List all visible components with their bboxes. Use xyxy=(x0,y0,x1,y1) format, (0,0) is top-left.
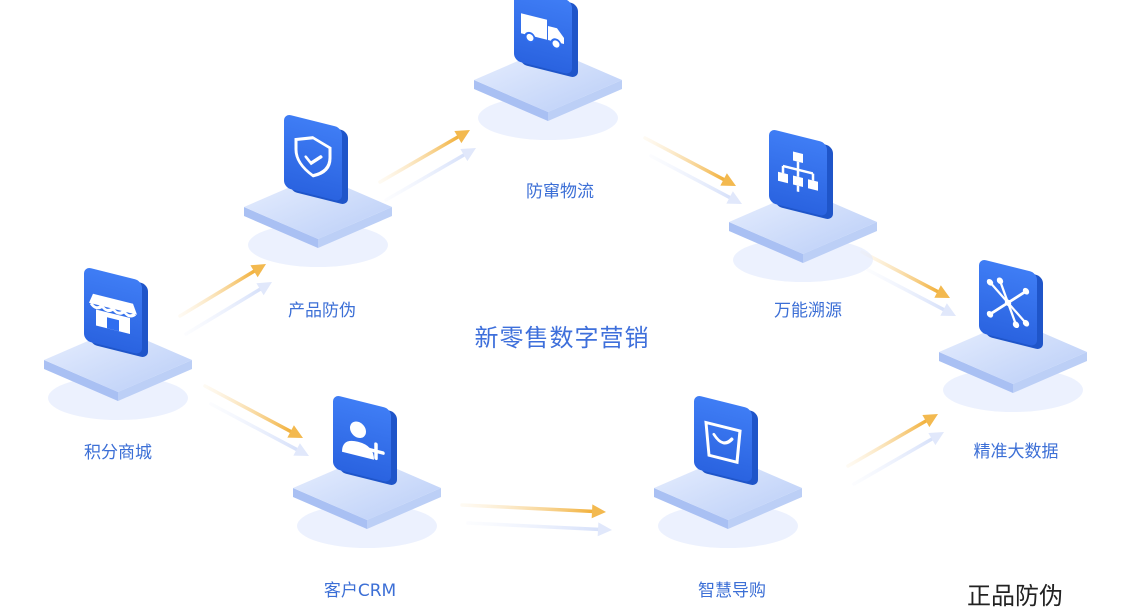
platform-side xyxy=(244,207,318,248)
main-arrow-shaft xyxy=(178,269,256,318)
main-arrow-head xyxy=(250,264,266,278)
platform-top xyxy=(939,320,1087,384)
main-arrow-shaft xyxy=(860,250,940,294)
platform-side xyxy=(729,222,803,263)
main-arrow-head xyxy=(591,504,606,519)
node-daogou xyxy=(654,396,802,548)
node-jifen xyxy=(44,268,192,420)
main-arrow-head xyxy=(934,285,950,298)
node-label-dashuju: 精准大数据 xyxy=(973,442,1059,462)
main-arrow-shaft xyxy=(203,384,293,434)
platform-top xyxy=(729,190,877,254)
ghost-arrow-shaft xyxy=(184,287,262,336)
node-chanpin xyxy=(244,115,392,267)
user-add-icon xyxy=(333,396,397,485)
platform-top xyxy=(654,456,802,520)
main-arrow-head xyxy=(454,130,470,144)
ghost-arrow-shaft xyxy=(466,521,600,532)
ghost-arrow-head xyxy=(293,443,309,456)
arrow-daogou-dashuju xyxy=(846,414,944,486)
arrow-jifen-chanpin xyxy=(178,264,272,336)
ghost-arrow-shaft xyxy=(852,437,934,486)
platform-side xyxy=(654,488,728,529)
platform-side xyxy=(939,352,1013,393)
node-label-chanpin: 产品防伪 xyxy=(288,301,356,321)
ghost-arrow-head xyxy=(928,432,944,446)
ghost-arrow-head xyxy=(460,148,476,162)
arrow-jifen-crm xyxy=(203,384,309,456)
main-arrow-head xyxy=(922,414,938,428)
ghost-arrow-head xyxy=(256,282,272,296)
main-arrow-head xyxy=(287,425,303,438)
platform-side xyxy=(318,207,392,248)
platform-side xyxy=(367,488,441,529)
main-arrow-shaft xyxy=(378,135,460,184)
ghost-arrow-shaft xyxy=(649,154,732,200)
storefront-icon xyxy=(84,268,148,357)
caption: 正品防伪 xyxy=(967,582,1063,610)
node-label-wuliu: 防窜物流 xyxy=(526,182,594,202)
ghost-arrow-shaft xyxy=(866,268,946,312)
main-arrow-shaft xyxy=(460,503,594,514)
platform-side xyxy=(548,80,622,121)
node-label-daogou: 智慧导购 xyxy=(698,581,766,601)
center-title: 新零售数字营销 xyxy=(474,324,650,352)
platform-top xyxy=(244,175,392,239)
platform-top xyxy=(474,48,622,112)
node-label-jifen: 积分商城 xyxy=(84,443,152,463)
arrow-chanpin-wuliu xyxy=(378,130,476,202)
node-crm xyxy=(293,396,441,548)
platform-side xyxy=(44,360,118,401)
shield-check-icon xyxy=(284,115,348,204)
platform-side xyxy=(803,222,877,263)
platform-side xyxy=(474,80,548,121)
platform-side xyxy=(118,360,192,401)
ghost-arrow-head xyxy=(940,303,956,316)
ghost-arrow-head xyxy=(597,522,612,537)
node-suyuan xyxy=(729,130,877,282)
arrow-wuliu-suyuan xyxy=(643,136,742,204)
node-label-suyuan: 万能溯源 xyxy=(774,301,842,321)
node-label-crm: 客户CRM xyxy=(323,581,397,601)
shopping-bag-icon xyxy=(694,396,758,485)
arrow-suyuan-dashuju xyxy=(860,250,956,316)
truck-icon xyxy=(514,0,578,77)
hierarchy-icon xyxy=(769,130,833,219)
node-wuliu xyxy=(474,0,622,140)
node-dashuju xyxy=(939,260,1087,412)
arrow-crm-daogou xyxy=(460,503,612,537)
platform-side xyxy=(1013,352,1087,393)
main-arrow-shaft xyxy=(643,136,726,182)
ghost-arrow-head xyxy=(726,191,742,204)
ghost-arrow-shaft xyxy=(209,402,299,452)
platform-side xyxy=(293,488,367,529)
network-icon xyxy=(979,260,1043,349)
ghost-arrow-shaft xyxy=(384,153,466,202)
main-arrow-head xyxy=(720,173,736,186)
platform-top xyxy=(44,328,192,392)
platform-top xyxy=(293,456,441,520)
main-arrow-shaft xyxy=(846,419,928,468)
platform-side xyxy=(728,488,802,529)
